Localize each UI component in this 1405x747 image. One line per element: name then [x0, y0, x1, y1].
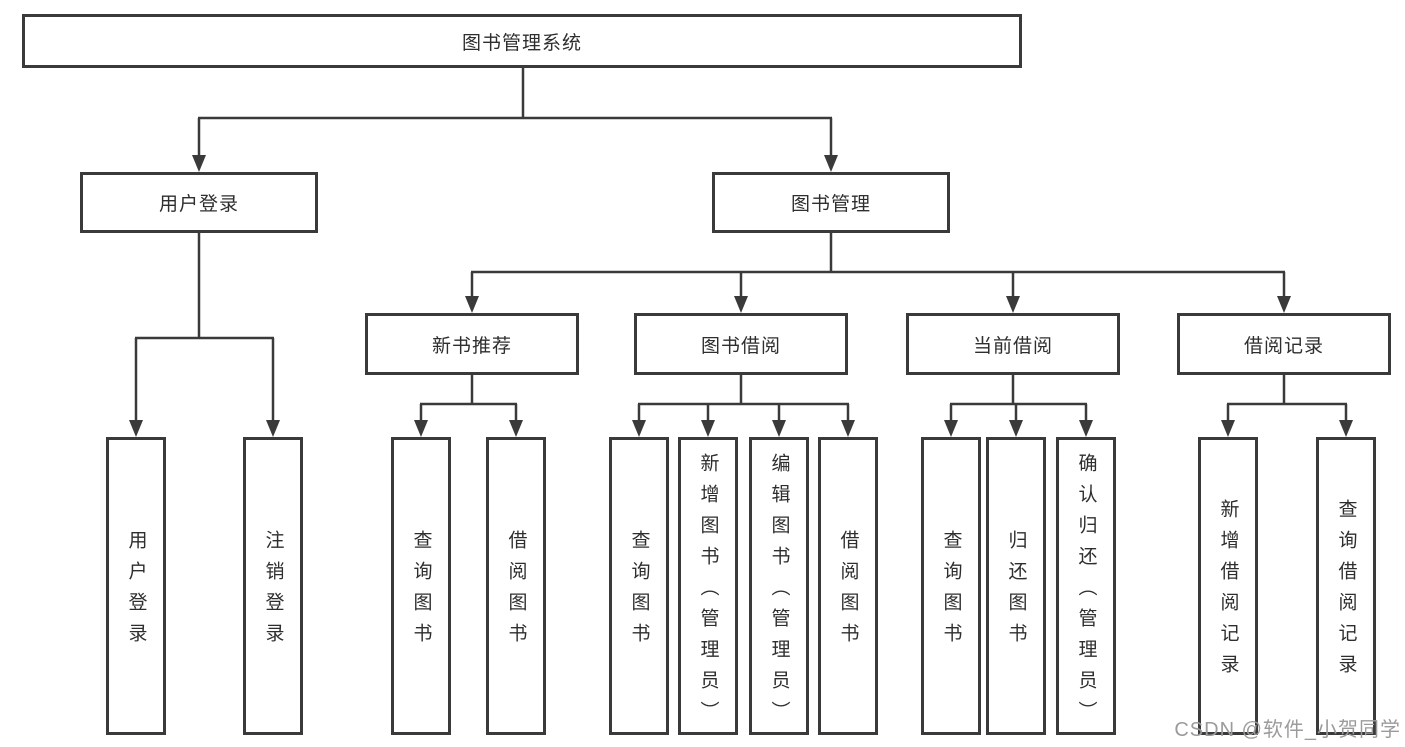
- node-borrow-record-label: 借阅记录: [1243, 335, 1324, 357]
- leaf-user-login: 用户登录: [106, 437, 166, 735]
- leaf-borrow-book-label: 借阅图书: [837, 530, 859, 654]
- node-new-book-recommend-label: 新书推荐: [431, 335, 512, 357]
- leaf-add-borrow-record: 新增借阅记录: [1198, 437, 1258, 735]
- leaf-edit-book-admin: 编辑图书（管理员）: [749, 437, 809, 735]
- leaf-current-query-book: 查询图书: [921, 437, 981, 735]
- leaf-query-borrow-record: 查询借阅记录: [1316, 437, 1376, 735]
- node-book-borrow: 图书借阅: [634, 313, 848, 375]
- leaf-logout-label: 注销登录: [262, 530, 284, 654]
- leaf-logout: 注销登录: [243, 437, 303, 735]
- node-root-label: 图书管理系统: [461, 32, 582, 54]
- leaf-recommend-borrow-book: 借阅图书: [486, 437, 546, 735]
- leaf-return-book-label: 归还图书: [1005, 530, 1027, 654]
- leaf-borrow-query-book-label: 查询图书: [628, 530, 650, 654]
- leaf-recommend-borrow-book-label: 借阅图书: [505, 530, 527, 654]
- leaf-borrow-book: 借阅图书: [818, 437, 878, 735]
- leaf-user-login-label: 用户登录: [125, 530, 147, 654]
- leaf-current-query-book-label: 查询图书: [940, 530, 962, 654]
- leaf-query-borrow-record-label: 查询借阅记录: [1335, 499, 1357, 685]
- node-book-borrow-label: 图书借阅: [700, 335, 781, 357]
- leaf-add-book-admin-label: 新增图书（管理员）: [697, 452, 719, 732]
- node-book-management: 图书管理: [712, 172, 950, 233]
- node-user-login: 用户登录: [80, 172, 318, 233]
- leaf-borrow-query-book: 查询图书: [609, 437, 669, 735]
- leaf-edit-book-admin-label: 编辑图书（管理员）: [768, 452, 790, 732]
- node-book-management-label: 图书管理: [790, 194, 871, 215]
- leaf-confirm-return-admin-label: 确认归还（管理员）: [1075, 452, 1097, 732]
- node-borrow-record: 借阅记录: [1177, 313, 1391, 375]
- leaf-confirm-return-admin: 确认归还（管理员）: [1056, 437, 1116, 735]
- node-new-book-recommend: 新书推荐: [365, 313, 579, 375]
- leaf-add-book-admin: 新增图书（管理员）: [678, 437, 738, 735]
- leaf-return-book: 归还图书: [986, 437, 1046, 735]
- node-current-borrow: 当前借阅: [906, 313, 1120, 375]
- leaf-add-borrow-record-label: 新增借阅记录: [1217, 499, 1239, 685]
- node-user-login-label: 用户登录: [158, 194, 239, 215]
- node-current-borrow-label: 当前借阅: [972, 335, 1053, 357]
- leaf-recommend-query-book-label: 查询图书: [410, 530, 432, 654]
- node-root: 图书管理系统: [22, 14, 1022, 68]
- leaf-recommend-query-book: 查询图书: [391, 437, 451, 735]
- watermark: CSDN @软件_小贺同学: [1174, 719, 1401, 741]
